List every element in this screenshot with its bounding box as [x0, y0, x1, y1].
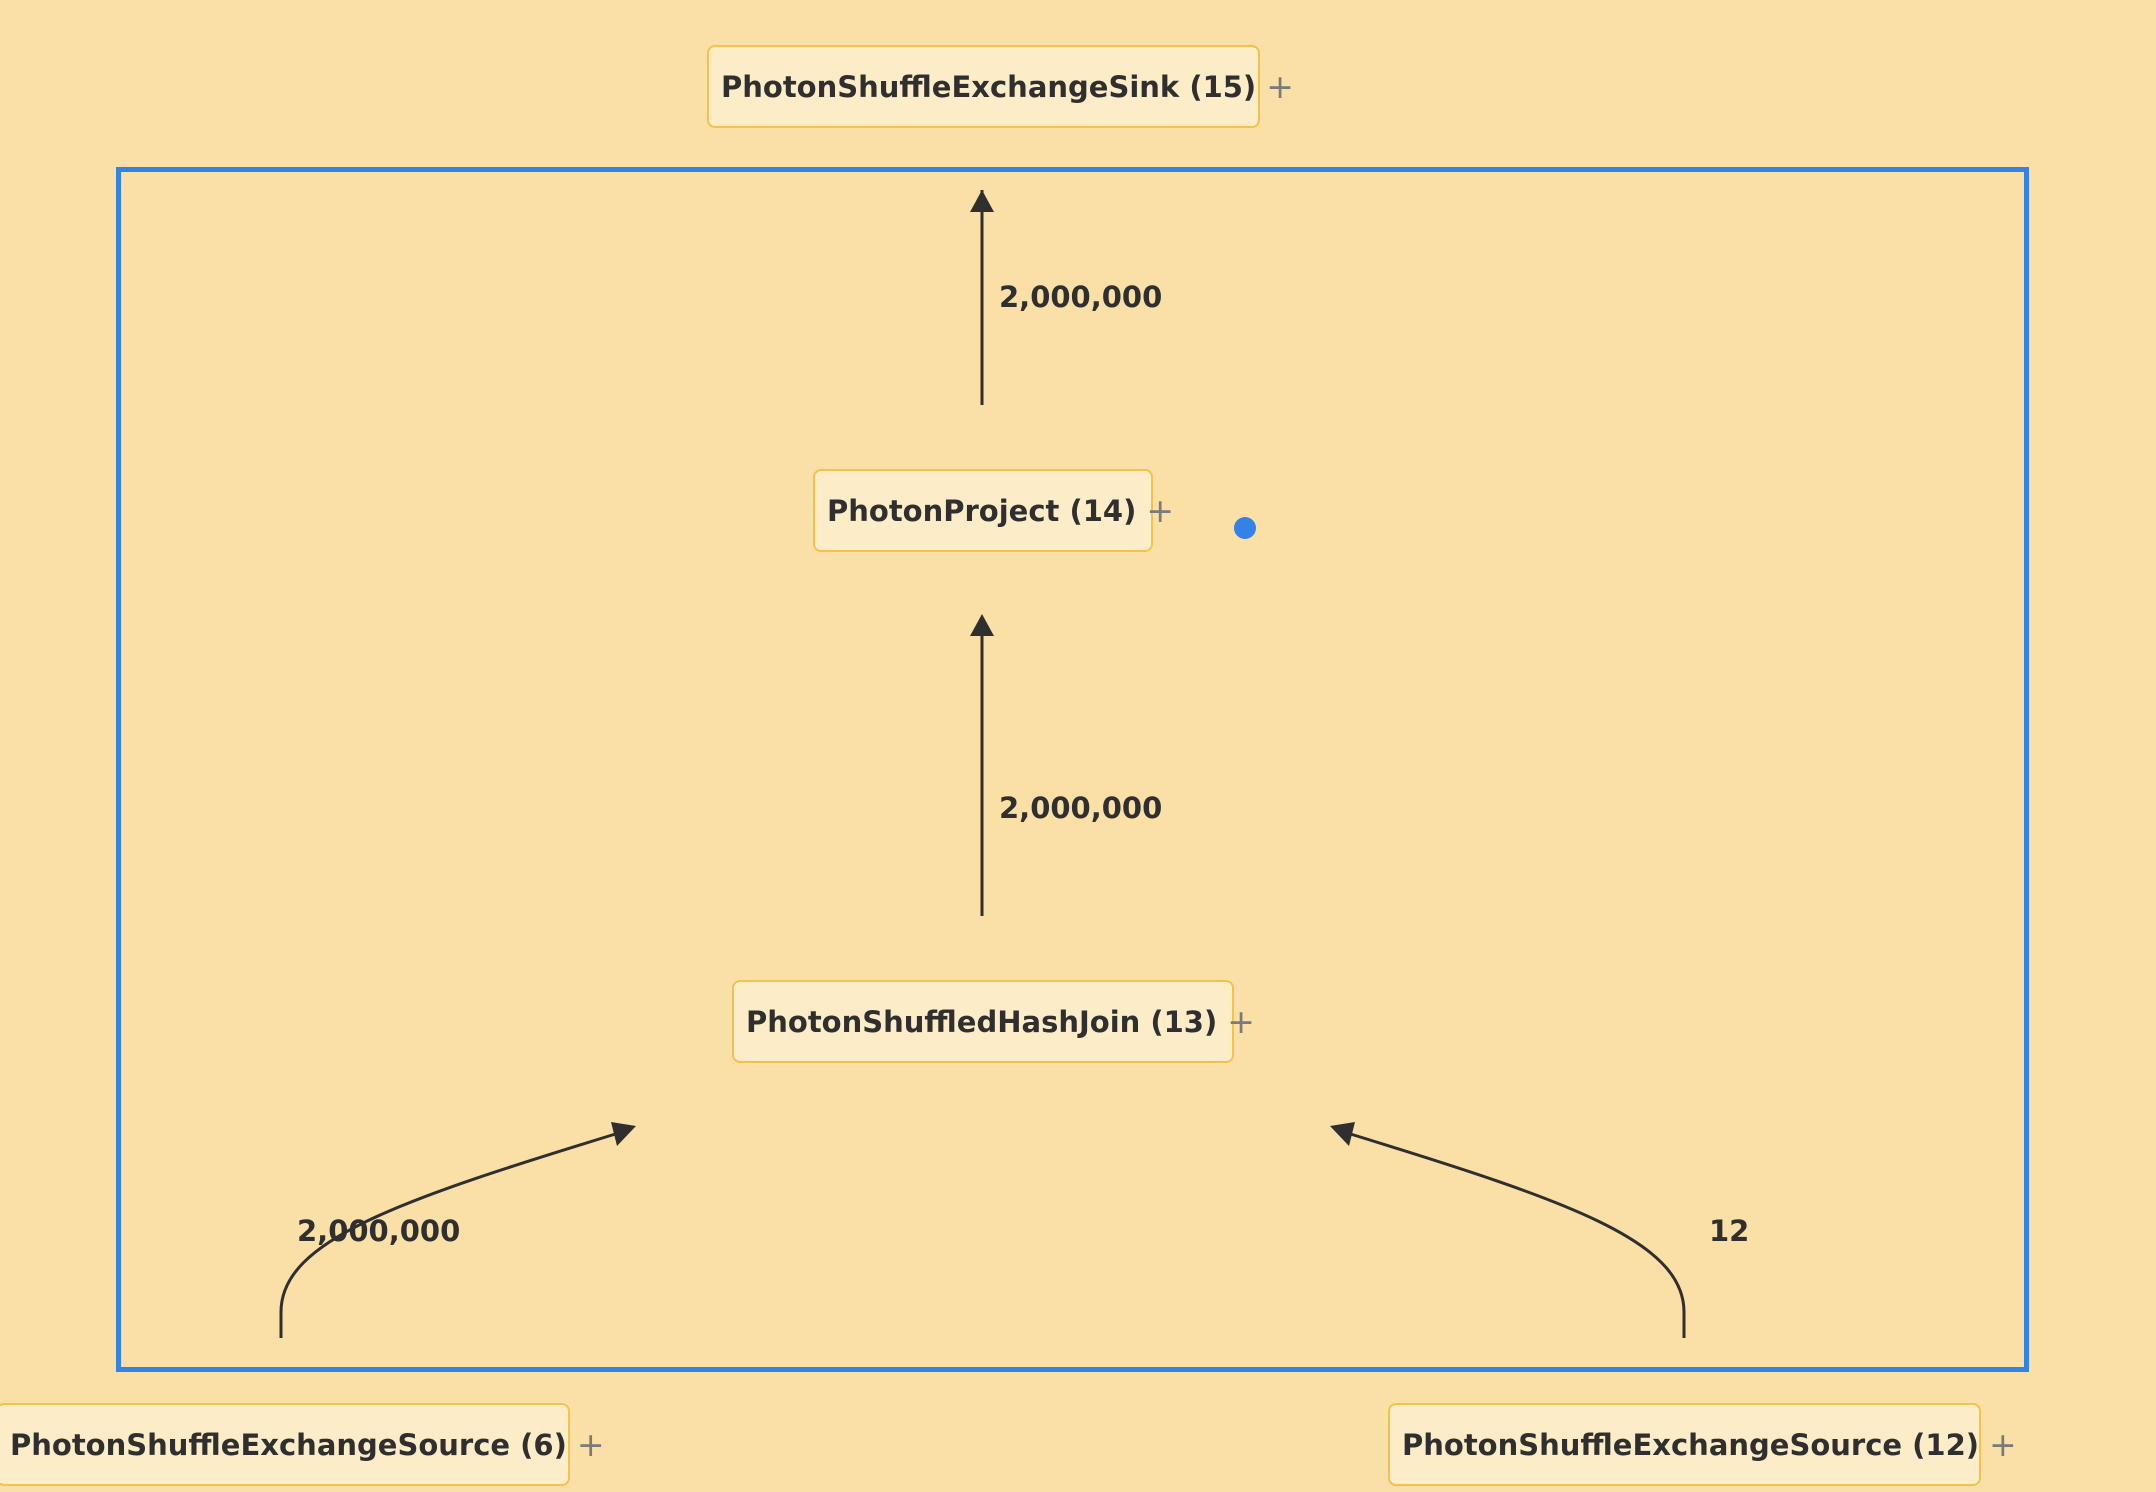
edge-right-to-join — [1330, 1122, 1686, 1338]
edge-left-to-join — [279, 1122, 636, 1338]
node-project[interactable]: PhotonProject (14) + — [813, 469, 1174, 552]
edge-label-join-to-project: 2,000,000 — [999, 791, 1163, 825]
node-label: PhotonShuffleExchangeSink (15) — [721, 69, 1257, 104]
expand-icon[interactable]: + — [1227, 1002, 1255, 1041]
arrow-head-icon — [611, 1122, 636, 1146]
node-label: PhotonShuffleExchangeSource (6) — [10, 1427, 567, 1462]
edge-label-right-to-join: 12 — [1709, 1214, 1750, 1248]
node-label: PhotonProject (14) — [827, 493, 1137, 528]
node-sink[interactable]: PhotonShuffleExchangeSink (15) + — [707, 45, 1294, 128]
node-label: PhotonShuffleExchangeSource (12) — [1402, 1427, 1980, 1462]
expand-icon[interactable]: + — [1146, 491, 1175, 530]
expand-icon[interactable]: + — [576, 1425, 605, 1464]
edge-join-to-project — [970, 614, 994, 916]
edge-label-left-to-join: 2,000,000 — [297, 1214, 461, 1248]
selection-handle[interactable] — [1234, 517, 1256, 539]
selection-cluster[interactable] — [116, 167, 2029, 1372]
arrow-head-icon — [970, 614, 994, 636]
arrow-head-icon — [1330, 1122, 1355, 1146]
edge-project-to-sink — [970, 190, 994, 405]
expand-icon[interactable]: + — [1266, 67, 1294, 106]
node-label: PhotonShuffledHashJoin (13) — [746, 1004, 1218, 1039]
expand-icon[interactable]: + — [1989, 1425, 2017, 1464]
node-source-right[interactable]: PhotonShuffleExchangeSource (12) + — [1388, 1403, 2017, 1486]
node-source-left[interactable]: PhotonShuffleExchangeSource (6) + — [0, 1403, 605, 1486]
node-hash-join[interactable]: PhotonShuffledHashJoin (13) + — [732, 980, 1255, 1063]
arrow-head-icon — [970, 190, 994, 212]
edge-label-project-to-sink: 2,000,000 — [999, 280, 1163, 314]
